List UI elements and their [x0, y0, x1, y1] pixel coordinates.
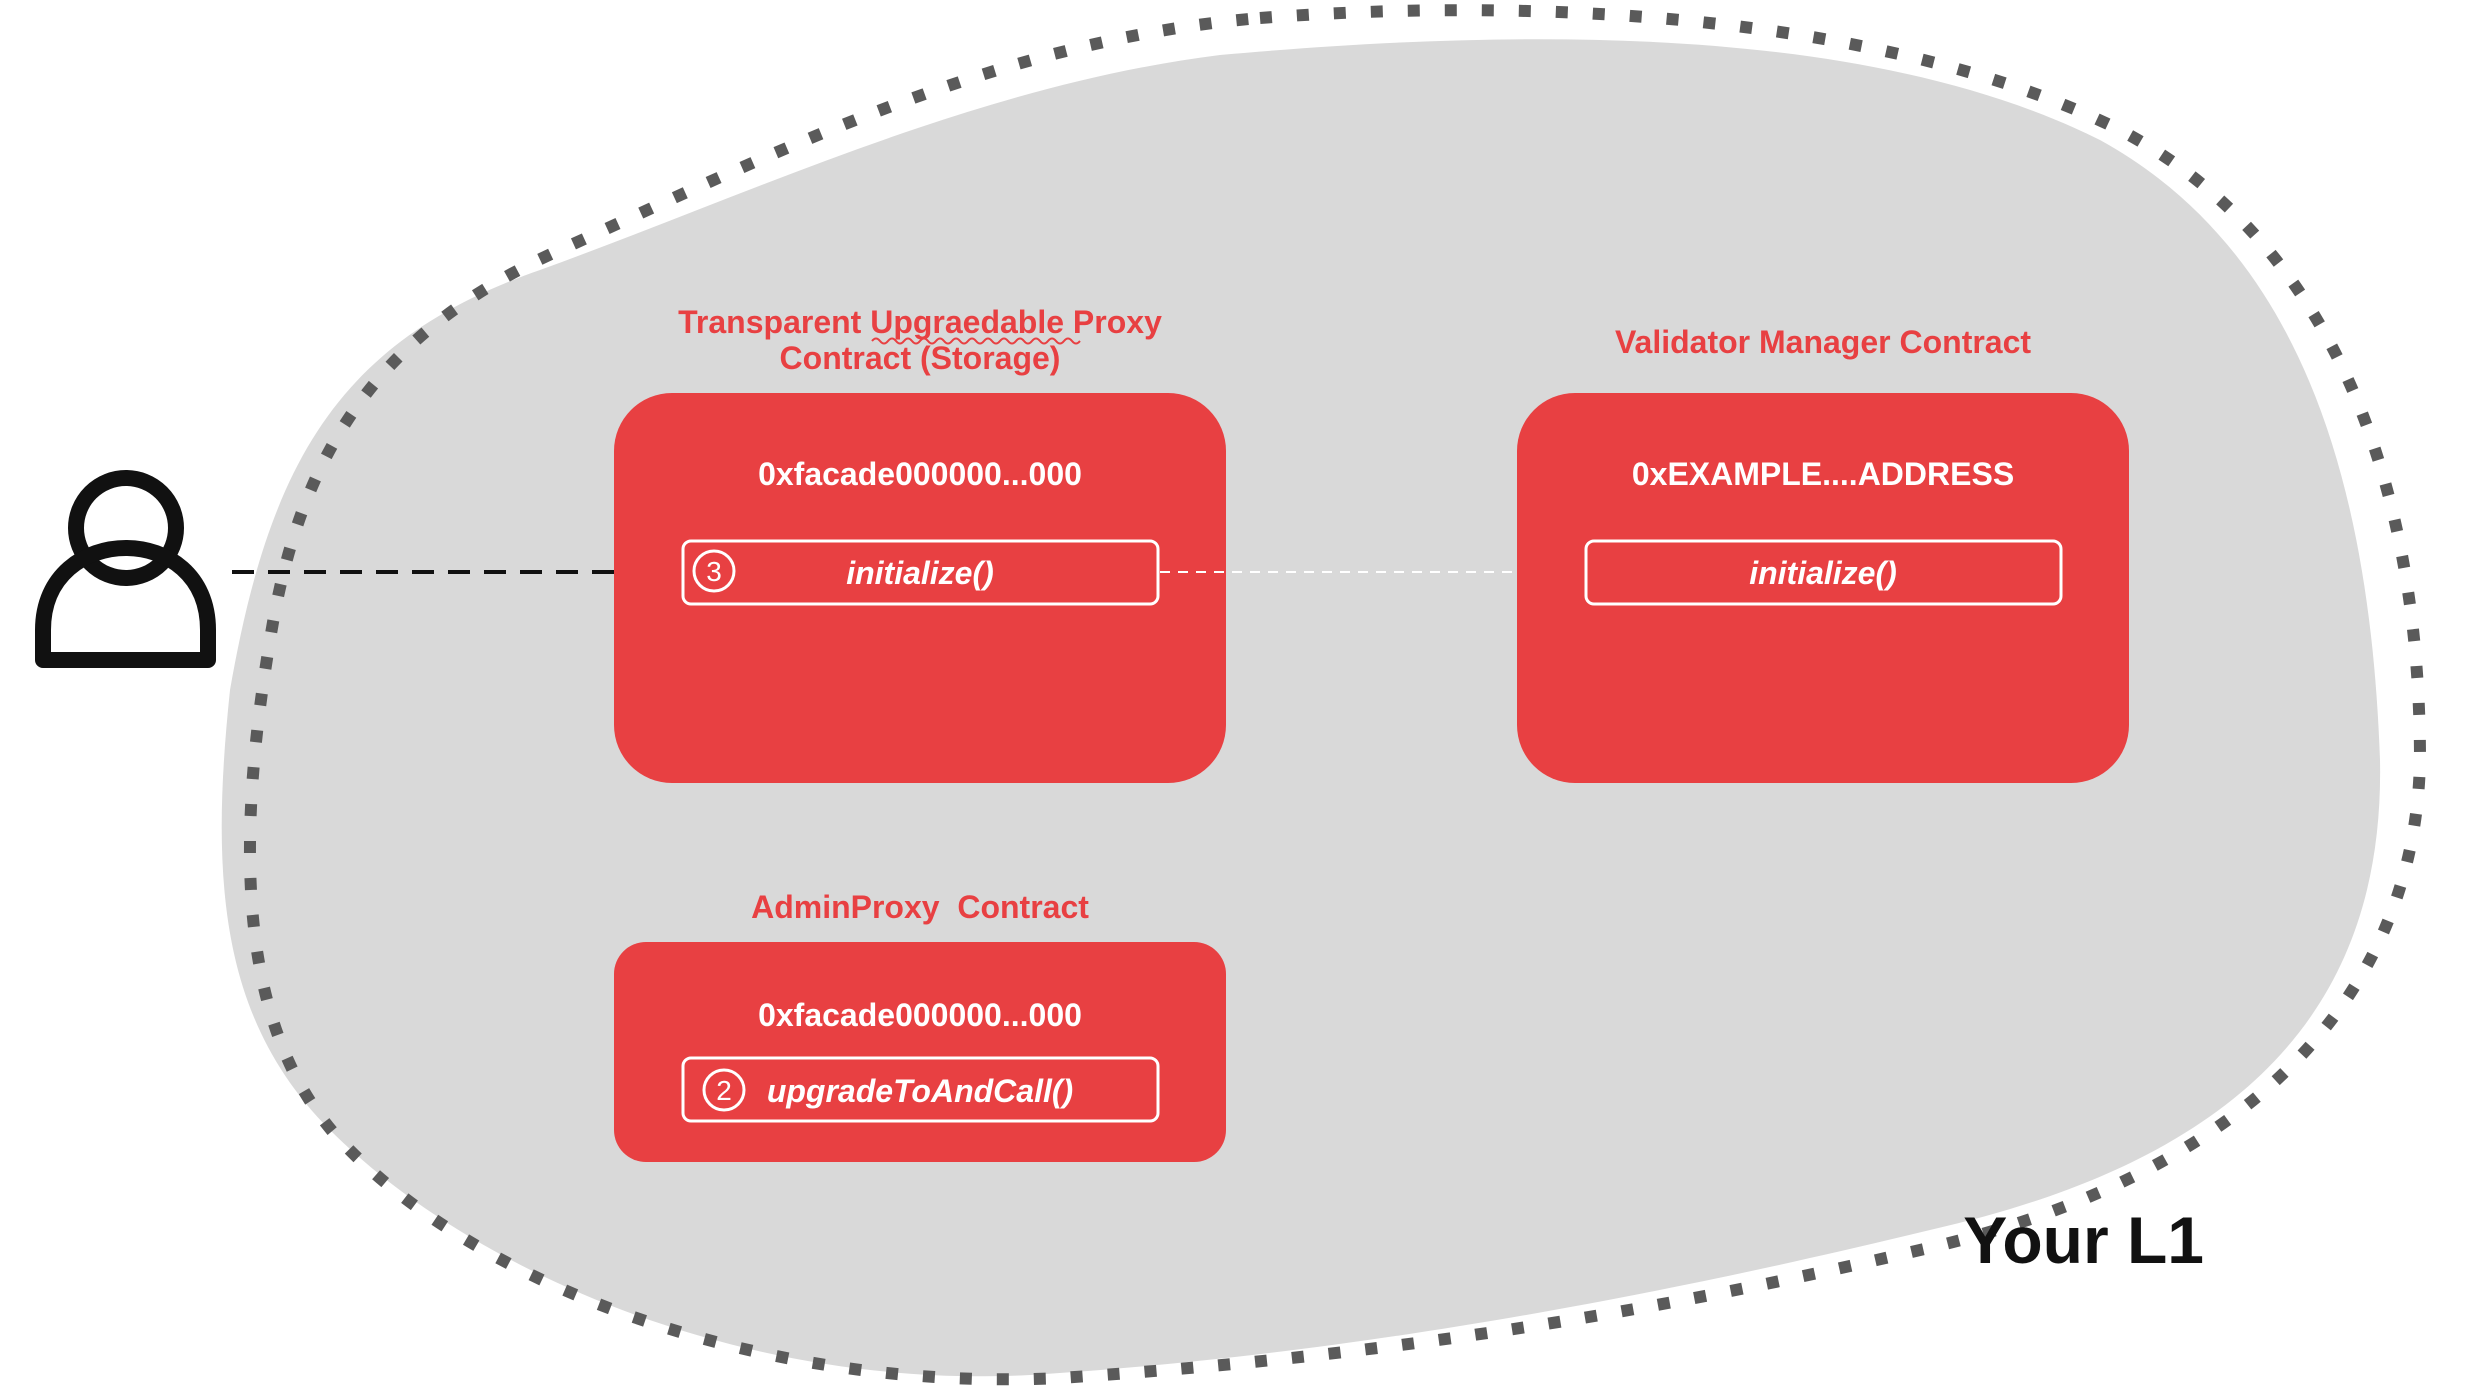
step-2-badge — [702, 1068, 746, 1112]
step-3-badge — [692, 549, 736, 593]
step-3-number: 3 — [706, 556, 722, 587]
proxy-address: 0xfacade000000...000 — [758, 456, 1082, 492]
proxy-contract: Transparent Upgraedable Proxy Contract (… — [614, 304, 1226, 783]
step-2-number: 2 — [716, 1075, 732, 1106]
validator-initialize-label: initialize() — [1749, 555, 1897, 591]
spellcheck-underline — [871, 337, 1081, 345]
admin-upgrade-button[interactable] — [681, 1056, 1160, 1123]
proxy-title-line2: Contract (Storage) — [780, 340, 1061, 376]
validator-manager-box[interactable] — [1517, 393, 2129, 783]
proxy-initialize-button[interactable] — [681, 539, 1160, 606]
validator-manager-title: Validator Manager Contract — [1615, 324, 2031, 360]
proxy-initialize-label: initialize() — [846, 555, 994, 591]
admin-proxy-address: 0xfacade000000...000 — [758, 997, 1082, 1033]
admin-proxy-box[interactable] — [614, 942, 1226, 1162]
region-label: Your L1 — [1963, 1203, 2204, 1277]
proxy-box[interactable] — [614, 393, 1226, 783]
admin-proxy-contract: AdminProxy Contract 0xfacade000000...000… — [614, 889, 1226, 1162]
admin-upgrade-label: upgradeToAndCall() — [767, 1073, 1073, 1109]
admin-proxy-title: AdminProxy Contract — [751, 889, 1089, 925]
validator-manager-contract: Validator Manager Contract 0xEXAMPLE....… — [1517, 324, 2129, 783]
validator-initialize-button[interactable] — [1584, 539, 2063, 606]
user-icon — [35, 470, 216, 668]
l1-region-border — [243, 4, 2427, 1386]
validator-manager-address: 0xEXAMPLE....ADDRESS — [1632, 456, 2014, 492]
proxy-title-line1: Transparent Upgraedable Proxy — [678, 304, 1162, 340]
